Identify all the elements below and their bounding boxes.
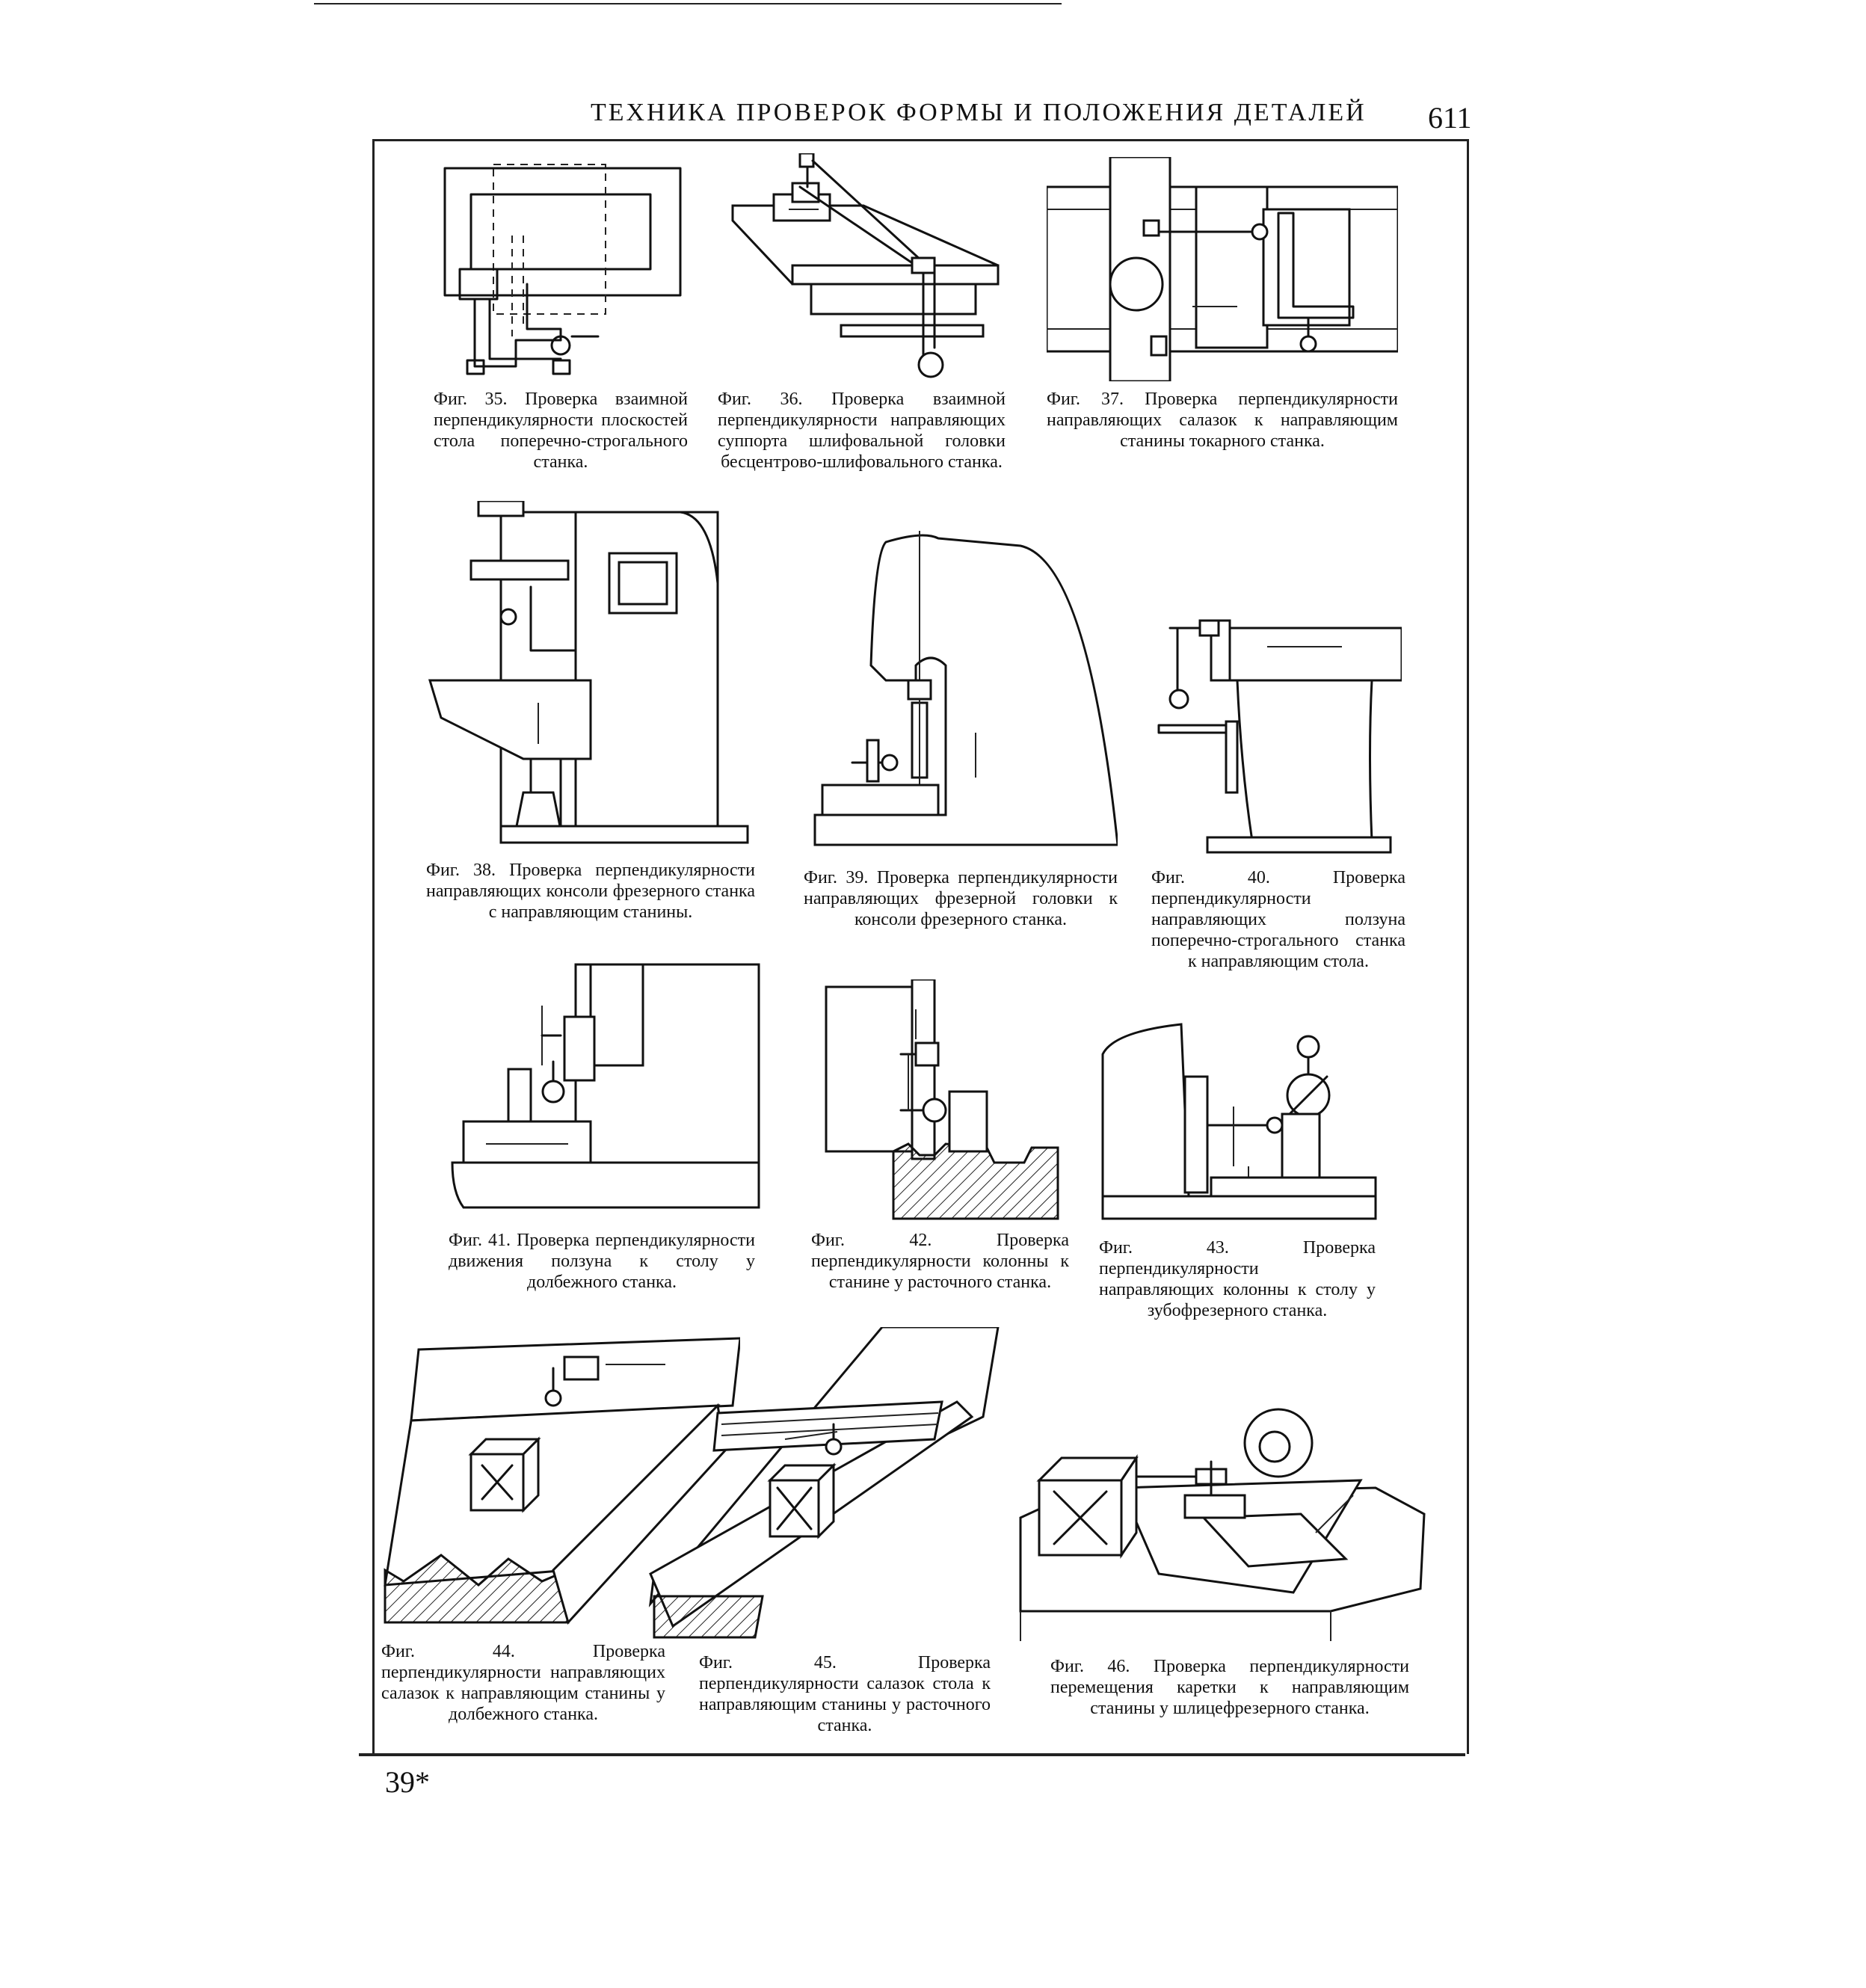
- top-edge-rule: [314, 3, 1062, 4]
- running-header-title: ТЕХНИКА ПРОВЕРОК ФОРМЫ И ПОЛОЖЕНИЯ ДЕТАЛ…: [591, 99, 1367, 126]
- figure-40-drawing: [1157, 619, 1402, 854]
- figure-39-caption: Фиг. 39. Проверка перпендикулярности нап…: [804, 868, 1118, 929]
- figure-46-caption: Фиг. 46. Проверка перпендикулярности пер…: [1050, 1657, 1409, 1718]
- figure-36-caption: Фиг. 36. Проверка взаимной перпендикуляр…: [718, 390, 1006, 472]
- figure-36-drawing: [731, 153, 1000, 378]
- figure-43-caption: Фиг. 43. Проверка перпендикулярности нап…: [1099, 1238, 1376, 1320]
- figure-46-drawing: [1019, 1408, 1426, 1641]
- frame-bottom-rule: [359, 1753, 1465, 1756]
- figure-38-caption: Фиг. 38. Проверка перпендикулярности нап…: [426, 861, 755, 922]
- signature-mark: 39*: [385, 1765, 430, 1799]
- frame-right-rule: [1467, 139, 1469, 1754]
- figure-41-drawing: [451, 963, 760, 1209]
- figure-45-caption: Фиг. 45. Проверка перпендикулярности сал…: [699, 1653, 991, 1735]
- figure-40-caption: Фиг. 40. Проверка перпендикулярности нап…: [1151, 868, 1405, 971]
- figure-41-caption: Фиг. 41. Проверка перпендикулярности дви…: [449, 1231, 755, 1292]
- figure-39-drawing: [813, 531, 1118, 846]
- figure-44-caption: Фиг. 44. Проверка перпендикулярности нап…: [381, 1642, 665, 1724]
- figure-37-caption: Фиг. 37. Проверка перпендикулярности нап…: [1047, 390, 1398, 451]
- frame-top-rule: [374, 139, 1469, 141]
- figure-37-drawing: [1047, 157, 1398, 381]
- frame-left-rule: [372, 139, 375, 1754]
- figure-44-drawing: [384, 1337, 740, 1625]
- page-number: 611: [1428, 101, 1472, 135]
- figure-43-drawing: [1101, 1023, 1377, 1220]
- figure-42-caption: Фиг. 42. Проверка перпендикулярности кол…: [811, 1231, 1069, 1292]
- figure-38-drawing: [428, 501, 749, 844]
- figure-35-drawing: [443, 164, 682, 375]
- figure-35-caption: Фиг. 35. Проверка взаимной перпендикуляр…: [434, 390, 688, 472]
- figure-42-drawing: [825, 979, 1059, 1220]
- figure-45-drawing: [648, 1327, 1000, 1639]
